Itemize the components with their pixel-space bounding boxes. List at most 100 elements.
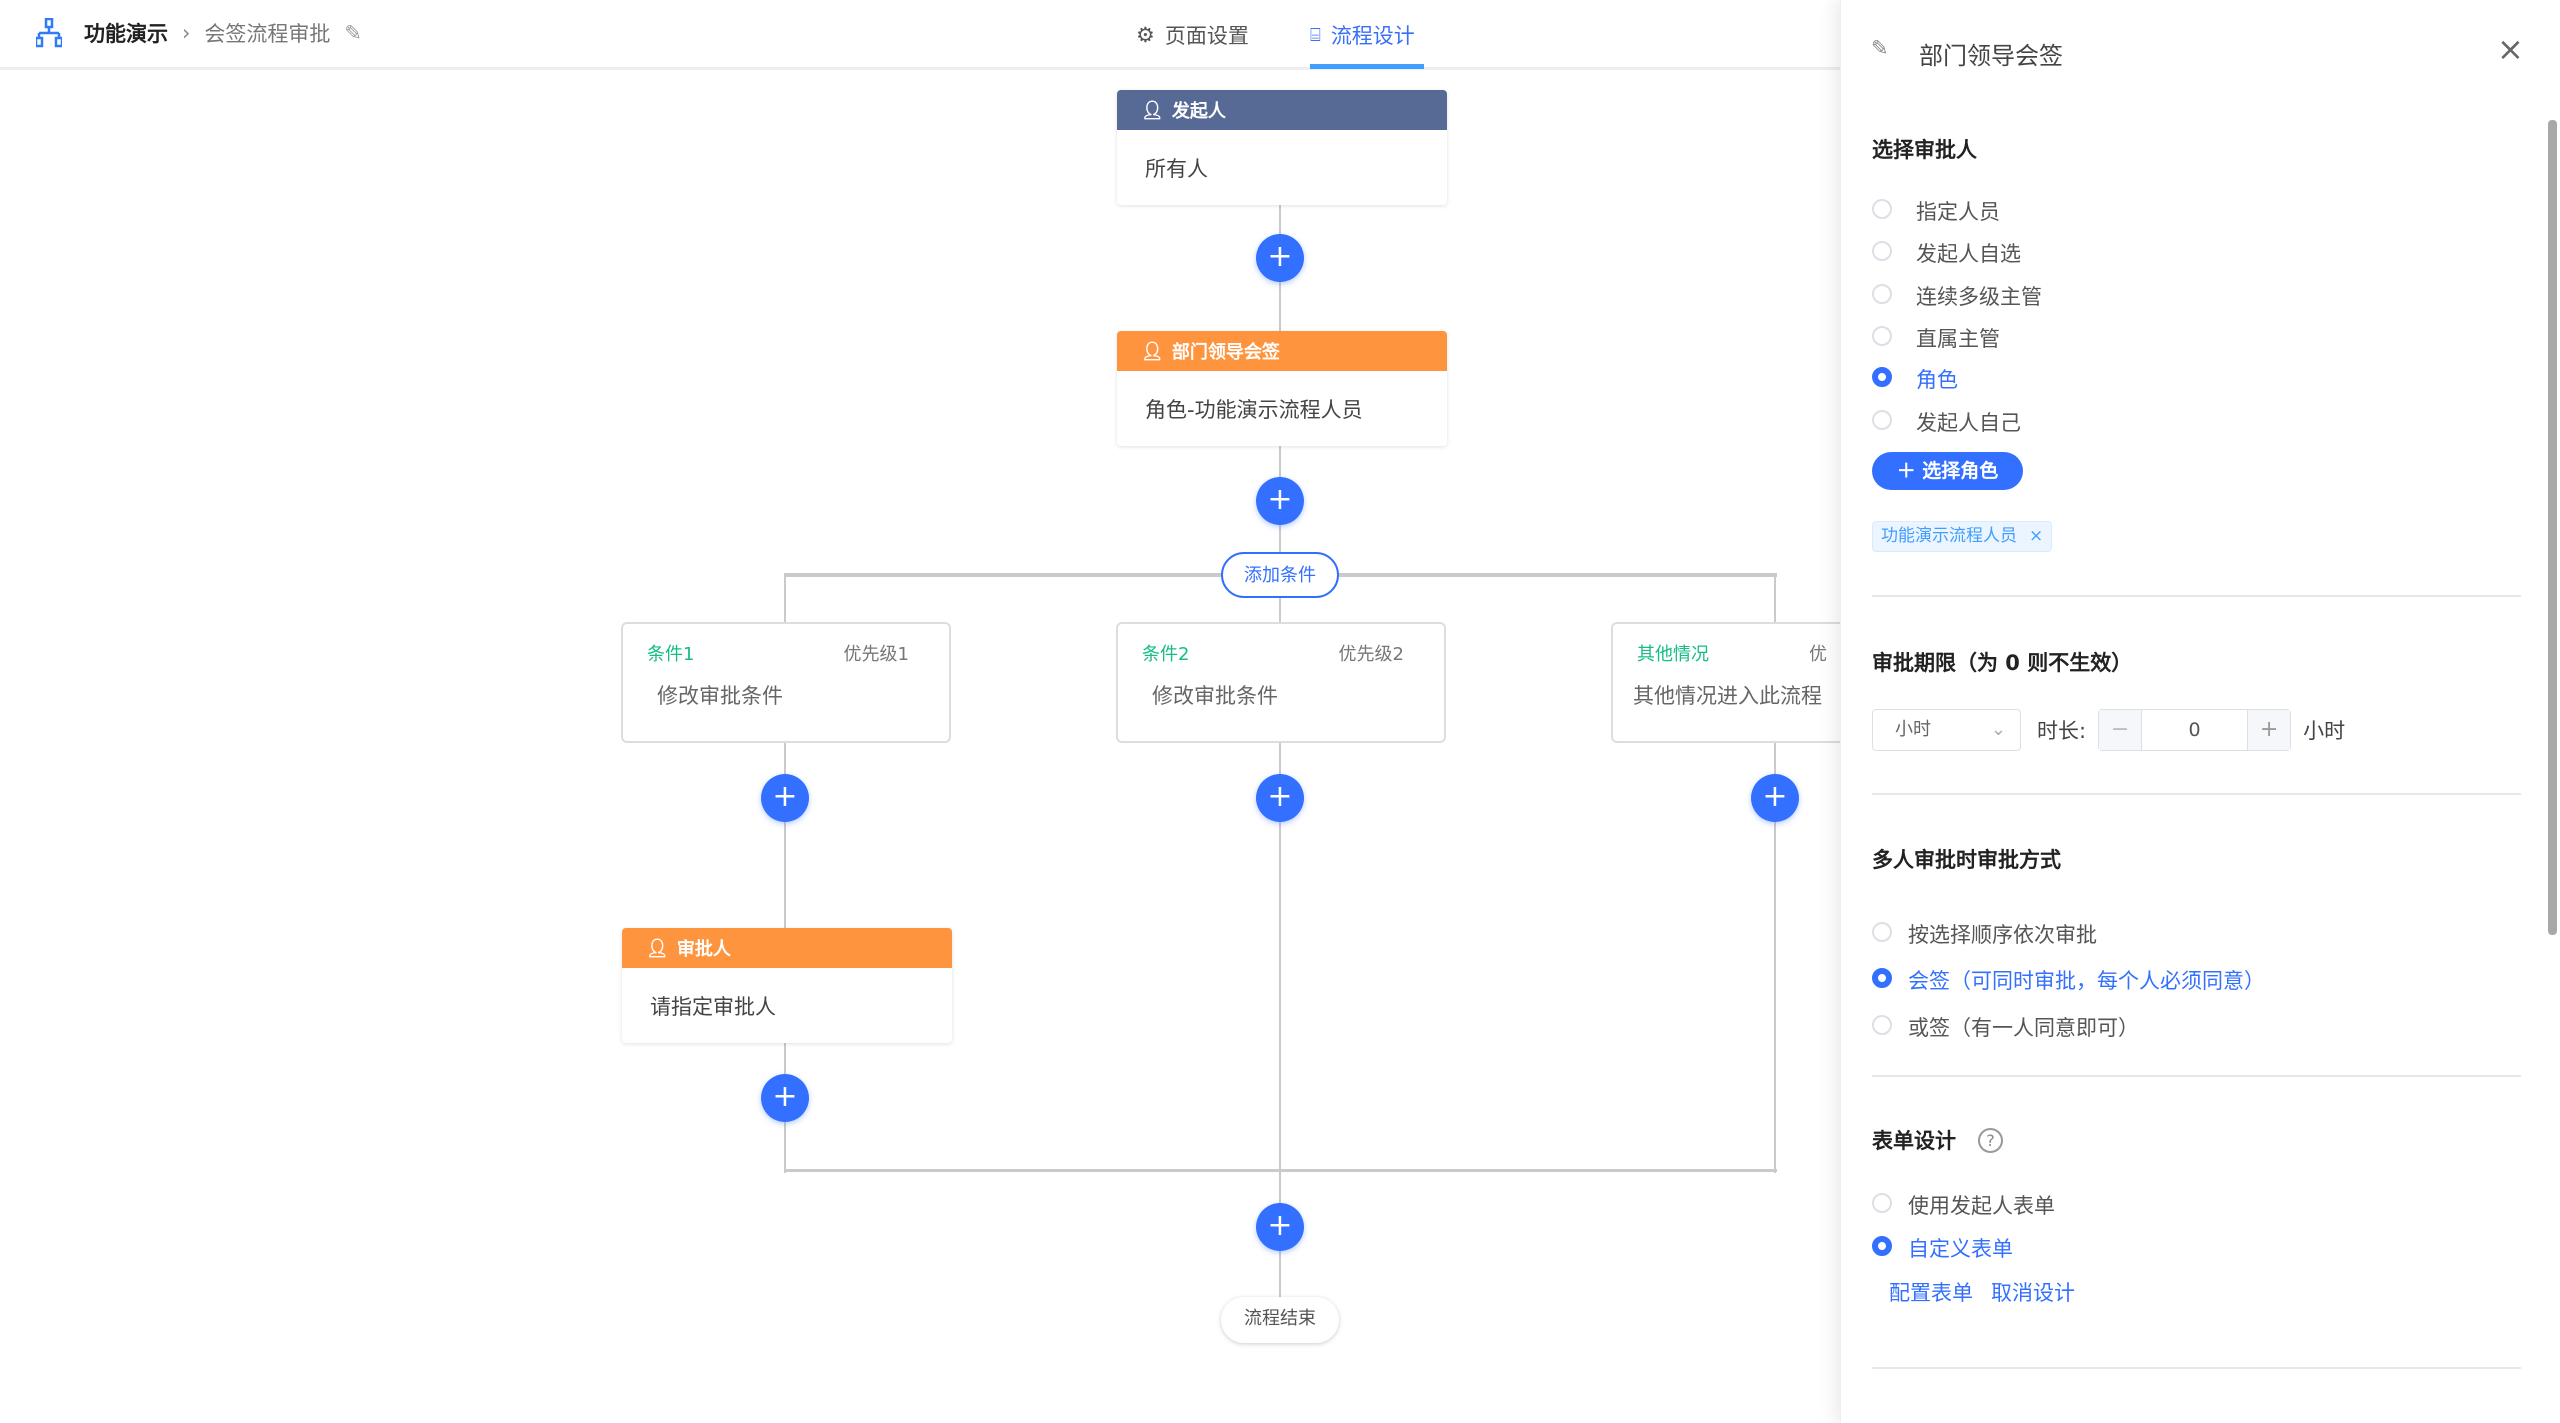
radio-label[interactable]: 指定人员	[1916, 200, 2000, 224]
radio-label[interactable]: 发起人自选	[1916, 242, 2021, 266]
divider	[1872, 793, 2521, 795]
tab-page-settings[interactable]: ⚙ 页面设置	[1136, 20, 1249, 50]
form-links: 配置表单 取消设计	[1889, 1277, 2075, 1307]
radio-label[interactable]: 直属主管	[1916, 327, 2000, 351]
condition-priority: 优先级1	[843, 644, 909, 665]
radio-label[interactable]: 按选择顺序依次审批	[1908, 923, 2097, 947]
radio-button[interactable]	[1872, 410, 1892, 430]
radio-label[interactable]: 发起人自己	[1916, 411, 2021, 435]
condition-body: 其他情况进入此流程	[1633, 684, 1822, 708]
add-node-button[interactable]: +	[761, 1074, 809, 1122]
node-body: 角色-功能演示流程人员	[1145, 397, 1363, 422]
radio-button[interactable]	[1872, 968, 1892, 988]
scrollbar[interactable]	[2548, 120, 2557, 935]
tab-label: 页面设置	[1164, 24, 1249, 48]
add-condition-button[interactable]: 添加条件	[1221, 552, 1339, 598]
approver-node-branch[interactable]: 👤︎ 审批人 请指定审批人	[622, 928, 952, 1043]
add-node-button[interactable]: +	[761, 774, 809, 822]
condition-title: 条件2	[1142, 644, 1190, 665]
add-node-button[interactable]: +	[1256, 1203, 1304, 1251]
condition-card-1[interactable]: 条件1 优先级1 修改审批条件	[621, 622, 951, 743]
tab-label: 流程设计	[1330, 24, 1415, 48]
branch-bottom-line	[784, 1169, 1777, 1172]
divider	[1872, 595, 2521, 597]
active-tab-indicator	[1310, 64, 1424, 69]
radio-label[interactable]: 连续多级主管	[1916, 285, 2042, 309]
condition-card-2[interactable]: 条件2 优先级2 修改审批条件	[1116, 622, 1446, 743]
section-title: 审批期限（为 0 则不生效）	[1872, 651, 2133, 675]
connector-line	[1279, 202, 1281, 1297]
gear-icon: ⚙	[1136, 23, 1155, 47]
radio-button[interactable]	[1872, 241, 1892, 261]
radio-button[interactable]	[1872, 922, 1892, 942]
start-node[interactable]: 👤︎ 发起人 所有人	[1117, 90, 1447, 205]
radio-button[interactable]	[1872, 326, 1892, 346]
node-body: 请指定审批人	[650, 994, 776, 1019]
node-settings-panel: ✎ 部门领导会签 × 选择审批人 指定人员发起人自选连续多级主管直属主管角色发起…	[1840, 0, 2560, 1423]
add-node-button[interactable]: +	[1256, 477, 1304, 525]
add-node-button[interactable]: +	[1256, 234, 1304, 282]
duration-label: 时长:	[2037, 719, 2087, 743]
radio-label[interactable]: 角色	[1916, 368, 1958, 392]
node-title: 部门领导会签	[1171, 342, 1280, 363]
decrement-button[interactable]: −	[2099, 710, 2143, 750]
user-icon: 👤︎	[646, 937, 669, 959]
radio-button[interactable]	[1872, 1015, 1892, 1035]
node-body: 所有人	[1145, 156, 1208, 181]
condition-title: 其他情况	[1637, 644, 1709, 665]
breadcrumb-current: 会签流程审批	[204, 22, 331, 46]
breadcrumb: 功能演示 › 会签流程审批 ✎	[36, 18, 362, 48]
form-section-header: 表单设计 ?	[1872, 1125, 2003, 1155]
unit-select[interactable]: 小时 ⌄	[1872, 709, 2021, 751]
divider	[1872, 1075, 2521, 1077]
chevron-down-icon: ⌄	[1990, 719, 2006, 740]
divider	[1872, 1367, 2521, 1369]
node-title: 审批人	[676, 939, 731, 960]
close-icon[interactable]: ×	[2497, 30, 2524, 68]
configure-form-link[interactable]: 配置表单	[1889, 1281, 1973, 1305]
duration-unit: 小时	[2303, 719, 2346, 743]
radio-label[interactable]: 自定义表单	[1908, 1237, 2013, 1261]
node-title: 发起人	[1171, 101, 1226, 122]
panel-title: 部门领导会签	[1919, 42, 2063, 70]
radio-label[interactable]: 会签（可同时审批，每个人必须同意）	[1908, 969, 2265, 993]
condition-body: 修改审批条件	[657, 684, 783, 708]
add-node-button[interactable]: +	[1751, 774, 1799, 822]
cancel-design-link[interactable]: 取消设计	[1991, 1281, 2075, 1305]
increment-button[interactable]: +	[2247, 710, 2291, 750]
org-chart-icon	[36, 18, 62, 48]
user-icon: 👤︎	[1141, 340, 1164, 362]
duration-row: 时长: − 0 + 小时	[2037, 709, 2345, 751]
radio-button[interactable]	[1872, 199, 1892, 219]
tag-label: 功能演示流程人员	[1881, 526, 2017, 546]
radio-button[interactable]	[1872, 1193, 1892, 1213]
edit-icon[interactable]: ✎	[1871, 36, 1889, 60]
flow-end: 流程结束	[1221, 1297, 1339, 1343]
breadcrumb-root[interactable]: 功能演示	[84, 22, 168, 46]
user-icon: 👤︎	[1141, 99, 1164, 121]
add-node-button[interactable]: +	[1256, 774, 1304, 822]
select-value: 小时	[1895, 719, 1931, 740]
condition-title: 条件1	[647, 644, 695, 665]
condition-priority: 优	[1809, 644, 1827, 665]
tab-flow-design[interactable]: ⌸ 流程设计	[1310, 20, 1415, 50]
radio-button[interactable]	[1872, 367, 1892, 387]
radio-button[interactable]	[1872, 1236, 1892, 1256]
branch-line-1	[784, 575, 786, 1173]
breadcrumb-chevron-icon: ›	[182, 21, 191, 45]
radio-label[interactable]: 或签（有一人同意即可）	[1908, 1016, 2139, 1040]
section-title: 多人审批时审批方式	[1872, 848, 2061, 872]
role-tag: 功能演示流程人员 ×	[1872, 521, 2053, 552]
section-title: 选择审批人	[1872, 138, 1977, 162]
edit-title-icon[interactable]: ✎	[344, 21, 363, 45]
radio-label[interactable]: 使用发起人表单	[1908, 1194, 2055, 1218]
flow-chart-icon: ⌸	[1310, 24, 1321, 46]
select-role-button[interactable]: ＋ 选择角色	[1872, 452, 2023, 490]
duration-stepper[interactable]: − 0 +	[2098, 709, 2292, 751]
tag-close-icon[interactable]: ×	[2029, 526, 2044, 546]
approver-node-dept-leader[interactable]: 👤︎ 部门领导会签 角色-功能演示流程人员	[1117, 331, 1447, 446]
help-icon[interactable]: ?	[1978, 1127, 2003, 1153]
section-title: 表单设计	[1872, 1129, 1956, 1153]
radio-button[interactable]	[1872, 284, 1892, 304]
duration-input[interactable]: 0	[2188, 719, 2201, 741]
